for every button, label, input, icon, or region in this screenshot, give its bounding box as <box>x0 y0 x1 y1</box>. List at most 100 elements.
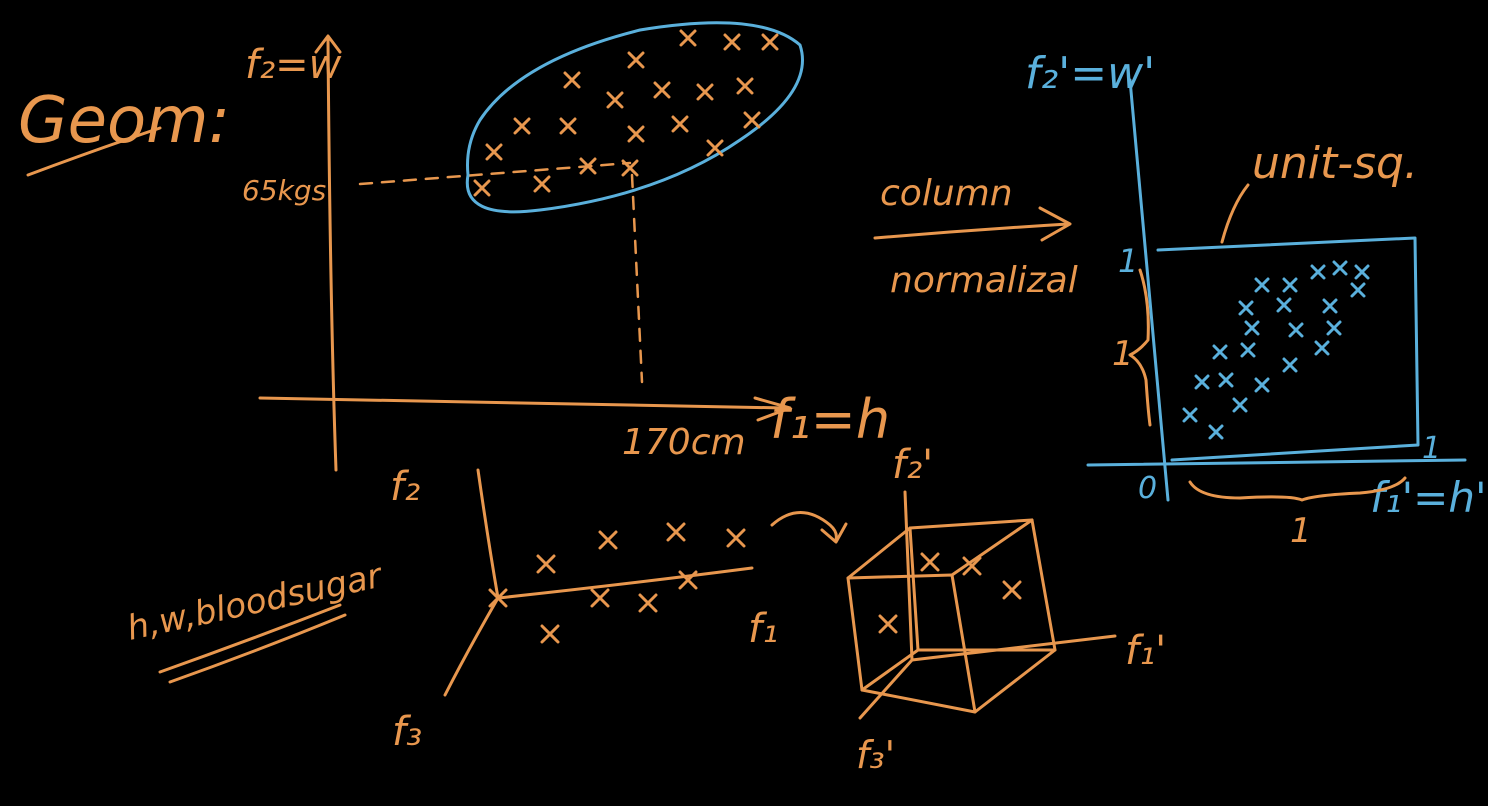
unit-x-mark <box>1218 372 1234 388</box>
feature-list-underline-2 <box>168 613 347 684</box>
cube-back-edges <box>908 526 1057 652</box>
cluster-x-mark <box>696 83 714 101</box>
cluster-x-mark <box>559 117 577 135</box>
cube-label-f1: f₁' <box>1125 628 1166 674</box>
cube-axis-f1 <box>910 634 1117 662</box>
plot2d: f₂=w f₁=h 65kgs 170cm <box>242 21 890 472</box>
cube-x-mark <box>878 614 898 634</box>
plot3d-x-mark <box>540 624 560 644</box>
unit-x-mark <box>1194 374 1210 390</box>
plot3d-x-mark <box>666 522 686 542</box>
unit-x-axis-label: f₁'=h' <box>1370 473 1487 522</box>
plot2d-x-marker-label: 170cm <box>622 422 746 463</box>
unit-bottom-brace-label: 1 <box>1290 511 1312 551</box>
plot3d-x-mark <box>488 588 508 608</box>
plot3d-x-mark <box>590 588 610 608</box>
cluster-x-mark <box>473 179 491 197</box>
arrow-note-line2: normalizal <box>890 260 1078 301</box>
unit-tick-one-x: 1 <box>1422 431 1441 466</box>
unit-square-title: unit-sq. <box>1252 138 1418 189</box>
normalization-arrow: column normalizal <box>873 173 1078 301</box>
data-cluster-points <box>473 29 779 197</box>
unit-square-plot: f₂'=w' f₁'=h' 1 1 0 unit-sq. 1 1 <box>1025 48 1487 551</box>
unit-x-mark <box>1212 344 1228 360</box>
cluster-x-mark <box>533 175 551 193</box>
cube-x-mark <box>920 552 940 572</box>
plot2d-y-marker-label: 65kgs <box>242 174 326 207</box>
unit-x-mark <box>1282 277 1298 293</box>
unit-x-mark <box>1238 300 1254 316</box>
feature-list-label: h,w,bloodsugar <box>124 555 387 648</box>
plot2d-x-axis <box>258 396 787 410</box>
unit-y-axis-label: f₂'=w' <box>1025 48 1155 99</box>
cluster-x-mark <box>679 29 697 47</box>
arrow-shaft <box>873 222 1070 240</box>
feature-list-underline-1 <box>158 603 342 674</box>
plot3d-x-mark <box>598 530 618 550</box>
cluster-x-mark <box>627 51 645 69</box>
unit-square-points <box>1182 260 1370 440</box>
arrow-note-line1: column <box>880 173 1013 214</box>
cluster-x-mark <box>485 143 503 161</box>
unit-square-box <box>1156 236 1420 462</box>
unit-x-mark <box>1208 424 1224 440</box>
cluster-x-mark <box>621 159 639 177</box>
cube-label-f2: f₂' <box>892 442 933 488</box>
plot3d-label-f1: f₁ <box>748 606 778 652</box>
unit-x-mark <box>1354 264 1370 280</box>
cube-x-mark <box>1002 580 1022 600</box>
heading-underline <box>26 126 162 177</box>
cluster-x-mark <box>736 77 754 95</box>
unit-x-mark <box>1244 320 1260 336</box>
plot3d-to-cube-arrow <box>770 511 838 542</box>
unit-x-mark <box>1310 264 1326 280</box>
unit-x-mark <box>1322 298 1338 314</box>
plot3d-label-f2: f₂ <box>390 464 420 510</box>
cube-top-edge <box>950 518 1034 577</box>
plot3d-x-mark <box>678 570 698 590</box>
heading-geom: Geom: <box>18 84 230 158</box>
cluster-x-mark <box>653 81 671 99</box>
cluster-x-mark <box>761 33 779 51</box>
cube-back-bottom-edge <box>860 648 920 692</box>
unit-origin-label: 0 <box>1138 471 1157 506</box>
cube-x-mark <box>962 556 982 576</box>
plot3d-x-mark <box>726 528 746 548</box>
unit-x-mark <box>1182 407 1198 423</box>
plot3d-points <box>488 522 746 644</box>
unit-y-axis <box>1128 78 1170 502</box>
cluster-x-mark <box>513 117 531 135</box>
cluster-x-mark <box>671 115 689 133</box>
plot2d-x-dashed-guide <box>630 173 644 384</box>
unit-x-mark <box>1232 397 1248 413</box>
plot2d-x-arrowhead <box>753 396 792 422</box>
unit-x-axis <box>1086 458 1467 467</box>
plot3d-axis-f1 <box>496 566 754 600</box>
plot2d-y-dashed-guide <box>358 161 632 186</box>
cube-points <box>878 552 1022 634</box>
cube-plot: f₂' f₁' f₃' <box>846 442 1166 777</box>
plot2d-x-axis-label: f₁=h <box>770 388 890 451</box>
plot3d-label-f3: f₃ <box>392 709 422 755</box>
cluster-x-mark <box>627 125 645 143</box>
unit-x-mark <box>1350 282 1366 298</box>
unit-x-mark <box>1288 322 1304 338</box>
cube-axis-f2 <box>903 490 914 662</box>
unit-x-mark <box>1332 260 1348 276</box>
unit-x-mark <box>1276 297 1292 313</box>
unit-x-mark <box>1282 357 1298 373</box>
unit-tick-one-y: 1 <box>1118 242 1138 280</box>
cube-label-f3: f₃' <box>856 733 895 777</box>
cluster-x-mark <box>743 111 761 129</box>
plot2d-y-arrowhead <box>314 34 342 54</box>
cluster-x-mark <box>579 157 597 175</box>
plot3d-x-mark <box>638 593 658 613</box>
plot3d: f₂ f₁ f₃ h,w,bloodsugar <box>124 464 848 755</box>
unit-x-mark <box>1240 342 1256 358</box>
unit-left-brace-label: 1 <box>1112 334 1134 374</box>
unit-x-mark <box>1254 277 1270 293</box>
plot2d-y-axis-label: f₂=w <box>245 42 342 88</box>
cluster-x-mark <box>563 71 581 89</box>
plot3d-axis-f3 <box>443 596 500 697</box>
